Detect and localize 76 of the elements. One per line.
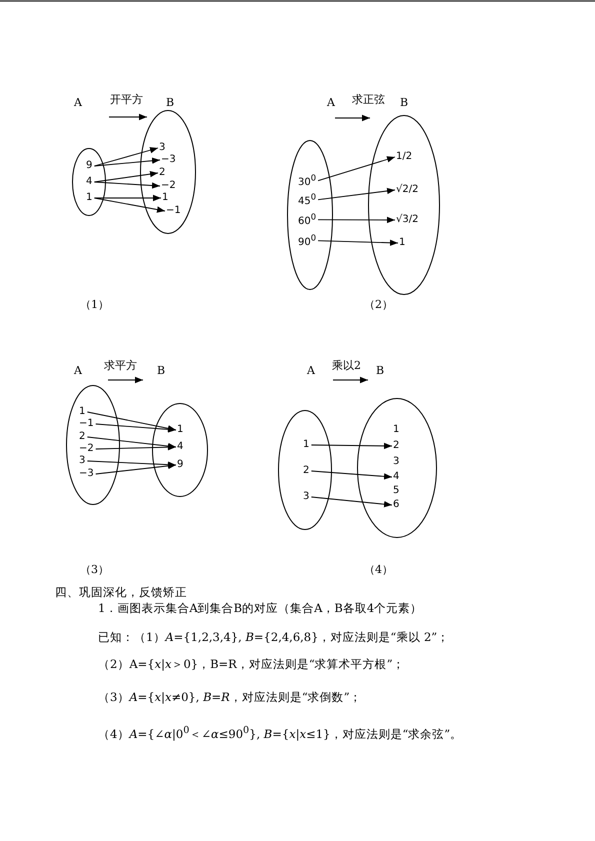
- set-element: 1/2: [396, 151, 412, 163]
- arrow: [94, 158, 160, 166]
- arrow: [310, 442, 392, 450]
- arrow: [94, 194, 162, 202]
- set-label: 开平方: [110, 93, 143, 107]
- arrow: [318, 216, 396, 224]
- arrow: [310, 496, 392, 508]
- set-element: 2: [79, 431, 86, 443]
- set-element: 1: [86, 192, 92, 204]
- arrow: [94, 182, 160, 189]
- arrow: [94, 147, 158, 166]
- set-element: 3: [159, 142, 166, 154]
- set-element: −1: [166, 205, 181, 217]
- set-element: √2/2: [396, 184, 418, 196]
- arrow: [318, 240, 398, 246]
- set-label: B: [166, 96, 174, 110]
- set-label: 求正弦: [352, 93, 385, 107]
- set-element: 3: [79, 455, 86, 467]
- arrow: [318, 156, 396, 182]
- text-line: （4）A={∠α|0$^{0}$＜∠α≤90$^{0}$}, B={x|x≤1}，对应法则是“求余弦”。: [98, 724, 462, 741]
- text-line: 四、巩固深化，反馈矫正: [55, 585, 187, 599]
- set-element: 5: [393, 485, 400, 497]
- arrow: [86, 460, 176, 468]
- set-element: 1: [393, 424, 400, 436]
- set-element: −3: [161, 154, 176, 166]
- text-line: 已知：（1）A={1,2,3,4}, B={2,4,6,8}，对应法则是“乘以 2”；: [98, 630, 450, 644]
- set-element: −2: [161, 180, 176, 192]
- set-element: 9: [177, 459, 184, 471]
- set-label: A: [74, 96, 82, 110]
- arrow: [94, 170, 158, 182]
- set-element: 1: [177, 424, 184, 436]
- set-element: 4: [177, 441, 184, 453]
- set-element: 60$^{0}$: [298, 211, 316, 228]
- text-line: （3）A={x|x≠0}, B=R，对应法则是“求倒数”；: [98, 690, 362, 704]
- set-element: 2: [159, 167, 166, 179]
- arrow: [86, 412, 176, 432]
- arrow: [94, 198, 166, 213]
- set-element: 1: [79, 406, 86, 418]
- set-element: 30$^{0}$: [298, 172, 316, 190]
- arrow: [86, 436, 176, 450]
- set-label: A: [327, 96, 335, 110]
- arrow: [95, 462, 176, 474]
- set-element: 4: [393, 471, 400, 483]
- text-line: 1．画图表示集合A到集合B的对应（集合A，B各取4个元素）: [98, 601, 422, 615]
- figure-number: （2）: [364, 298, 393, 312]
- text-line: （2）A={x|x＞0}，B=R，对应法则是“求算术平方根”；: [98, 657, 405, 671]
- set-element: 45$^{0}$: [298, 191, 316, 208]
- figure-number: （4）: [364, 563, 393, 577]
- arrow: [310, 470, 392, 480]
- set-element: −1: [79, 418, 94, 430]
- set-element: −3: [79, 468, 94, 480]
- set-element: 1: [162, 192, 168, 204]
- set-element: 2: [393, 440, 400, 452]
- set-element: 3: [303, 491, 310, 503]
- set-element: 2: [303, 465, 310, 477]
- set-label: B: [157, 364, 166, 378]
- set-label: 求平方: [104, 359, 137, 373]
- figure-number: （1）: [80, 298, 109, 312]
- arrow: [318, 188, 396, 200]
- set-label: 乘以2: [332, 359, 361, 373]
- set-label: A: [307, 364, 315, 378]
- set-element: 6: [393, 499, 400, 511]
- figure-number: （3）: [80, 563, 109, 577]
- set-element: 90$^{0}$: [298, 232, 316, 250]
- set-element: 1: [399, 237, 406, 249]
- set-element: −2: [79, 443, 94, 455]
- set-element: 4: [86, 176, 92, 188]
- set-label: B: [400, 96, 408, 110]
- arrow: [95, 424, 176, 433]
- set-element: 1: [303, 439, 310, 451]
- set-label: A: [74, 364, 82, 378]
- set-element: 9: [86, 160, 92, 172]
- set-element: 3: [393, 456, 400, 468]
- set-label: B: [376, 364, 384, 378]
- arrow: [95, 444, 176, 450]
- set-element: √3/2: [396, 214, 418, 226]
